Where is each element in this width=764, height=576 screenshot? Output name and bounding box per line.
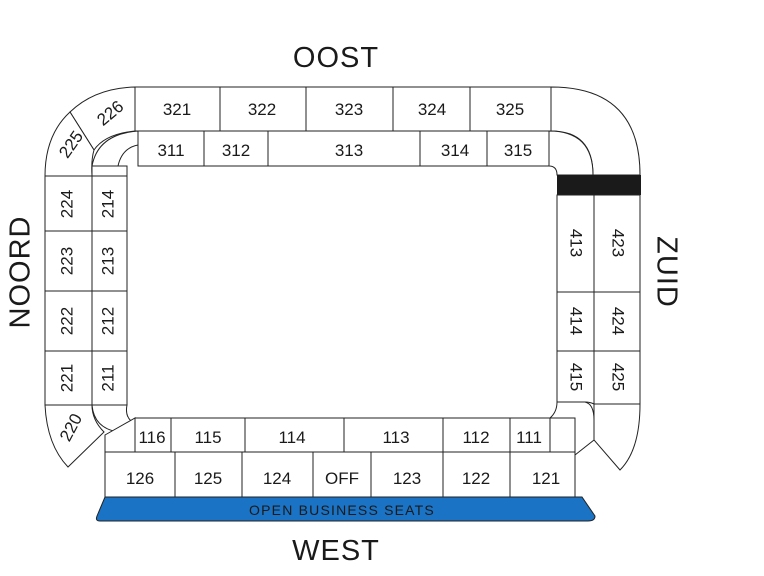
section-label: 115 — [194, 428, 221, 447]
section-312[interactable]: 312 — [203, 130, 269, 167]
section-116-label: 116 — [138, 428, 165, 447]
section-label: OFF — [325, 469, 359, 488]
section-423[interactable]: 423 — [593, 194, 641, 293]
open-business-seats-label: OPEN BUSINESS SEATS — [249, 502, 435, 518]
section-425[interactable]: 425 — [593, 350, 641, 405]
section-413[interactable]: 413 — [556, 194, 595, 293]
section-label: 322 — [248, 100, 276, 119]
section-off[interactable]: OFF — [312, 451, 372, 498]
section-226[interactable]: 226 — [69, 86, 136, 151]
section-label: 125 — [194, 469, 222, 488]
section-213[interactable]: 213 — [91, 230, 128, 292]
section-222[interactable]: 222 — [44, 290, 93, 352]
section-label: 113 — [382, 428, 409, 447]
section-126[interactable]: 126 — [104, 451, 176, 498]
section-label: 425 — [609, 363, 628, 391]
section-124[interactable]: 124 — [241, 451, 314, 498]
section-114[interactable]: 114 — [244, 417, 345, 453]
section-313[interactable]: 313 — [267, 130, 421, 167]
section-415[interactable]: 415 — [556, 350, 595, 405]
section-label: 126 — [126, 469, 154, 488]
section-label: 325 — [496, 100, 524, 119]
section-214[interactable]: 214 — [91, 175, 128, 232]
section-label: 413 — [567, 229, 586, 257]
section-label: 124 — [263, 469, 291, 488]
section-211[interactable]: 211 — [91, 350, 128, 406]
section-label: 214 — [98, 190, 117, 218]
section-label: 424 — [609, 307, 628, 335]
section-label: 415 — [567, 363, 586, 391]
section-325[interactable]: 325 — [469, 86, 552, 132]
section-315[interactable]: 315 — [486, 130, 550, 167]
section-label: 224 — [57, 190, 76, 218]
section-label: 213 — [98, 247, 117, 275]
section-label: 423 — [609, 229, 628, 257]
section-label: 313 — [335, 141, 363, 160]
section-125[interactable]: 125 — [174, 451, 243, 498]
section-label: 212 — [98, 307, 117, 335]
section-label: 114 — [278, 428, 305, 447]
open-business-seats[interactable]: OPEN BUSINESS SEATS — [95, 496, 596, 522]
section-label: 323 — [335, 100, 363, 119]
section-label: 314 — [441, 141, 469, 160]
section-label: 112 — [462, 428, 489, 447]
section-115[interactable]: 115 — [170, 417, 246, 453]
section-220[interactable]: 220 — [44, 404, 105, 468]
stand-west-label: WEST — [292, 535, 380, 567]
section-321[interactable]: 321 — [134, 86, 221, 132]
corner-se-outer — [593, 403, 641, 471]
section-221[interactable]: 221 — [44, 350, 93, 406]
section-121[interactable]: 121 — [509, 451, 576, 498]
stand-noord-label: NOORD — [5, 216, 37, 329]
blocked-area — [557, 175, 641, 195]
section-311[interactable]: 311 — [137, 130, 205, 167]
stand-oost-label: OOST — [293, 42, 379, 74]
section-label: 321 — [163, 100, 191, 119]
stand-zuid-label: ZUID — [650, 236, 682, 308]
corner-se-inner — [548, 401, 595, 457]
section-label: 311 — [157, 141, 184, 160]
section-label: 121 — [532, 469, 560, 488]
section-223[interactable]: 223 — [44, 230, 93, 292]
section-label: 315 — [504, 141, 532, 160]
section-323[interactable]: 323 — [305, 86, 394, 132]
section-label: 211 — [98, 364, 117, 391]
section-label: 111 — [516, 428, 542, 447]
section-225[interactable]: 225 — [44, 111, 95, 177]
section-112[interactable]: 112 — [442, 417, 511, 453]
section-label: 312 — [222, 141, 250, 160]
section-212[interactable]: 212 — [91, 290, 128, 352]
section-label: 123 — [393, 469, 421, 488]
section-324[interactable]: 324 — [392, 86, 471, 132]
section-label: 221 — [57, 364, 76, 392]
section-111[interactable]: 111 — [509, 417, 551, 453]
section-label: 122 — [462, 469, 490, 488]
section-424[interactable]: 424 — [593, 291, 641, 352]
section-label: 222 — [57, 307, 76, 335]
section-122[interactable]: 122 — [442, 451, 511, 498]
section-113[interactable]: 113 — [343, 417, 444, 453]
corner-nw-filler — [91, 165, 128, 177]
section-322[interactable]: 322 — [219, 86, 307, 132]
section-label: 223 — [57, 247, 76, 275]
section-123[interactable]: 123 — [370, 451, 444, 498]
section-414[interactable]: 414 — [556, 291, 595, 352]
section-label: 324 — [418, 100, 446, 119]
section-label: 414 — [567, 307, 586, 335]
section-224[interactable]: 224 — [44, 175, 93, 232]
section-314[interactable]: 314 — [419, 130, 488, 167]
